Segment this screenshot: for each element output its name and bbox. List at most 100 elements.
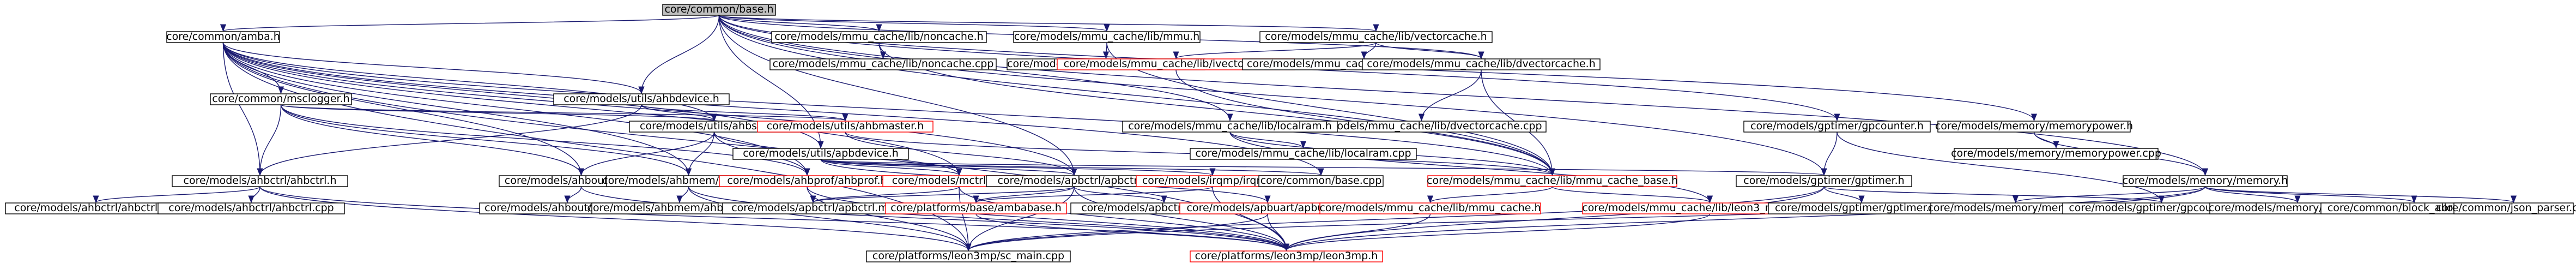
node-mmu-cache[interactable]: core/models/mmu_cache/lib/mmu_cache.h xyxy=(1319,202,1541,214)
node-ahbmaster[interactable]: core/models/utils/ahbmaster.h xyxy=(757,120,934,133)
node-memorypower-cpp[interactable]: core/models/memory/memorypower.cpp xyxy=(1951,147,2161,160)
node-ahbprof[interactable]: core/models/ahbprof/ahbprof.h xyxy=(719,175,895,187)
edge-base-to-noncache xyxy=(718,15,882,32)
node-label: core/models/mmu_cache/lib/mmu_cache_base… xyxy=(1427,175,1678,187)
node-localram[interactable]: core/models/mmu_cache/lib/localram.h xyxy=(1122,120,1338,133)
edge-base-to-gptimer xyxy=(718,15,1827,176)
node-base-cpp[interactable]: core/common/base.cpp xyxy=(1258,175,1384,187)
node-ahbctrl-cpp[interactable]: core/models/ahbctrl/ahbctrl.cpp xyxy=(157,202,345,214)
node-box[interactable] xyxy=(1362,58,1601,70)
node-ahbctrl[interactable]: core/models/ahbctrl/ahbctrl.h xyxy=(172,175,348,187)
edge-apbdevice-to-mctrl xyxy=(820,159,962,176)
node-leon3mp[interactable]: core/platforms/leon3mp/leon3mp.h xyxy=(1190,250,1383,262)
edge-ahbdevice-to-ahbctrl xyxy=(257,104,642,176)
node-box[interactable] xyxy=(1743,121,1931,133)
node-label: core/models/ahbctrl/ahbctrl.cpp xyxy=(168,202,334,214)
node-box[interactable] xyxy=(1319,202,1541,214)
node-box[interactable] xyxy=(1954,148,2159,160)
edge-ambabase-to-leon3mp xyxy=(975,213,1289,252)
edge-gpcounter-to-gpcounter-cpp xyxy=(1836,131,2165,204)
node-apbctrl[interactable]: core/models/apbctrl/apbctrl.h xyxy=(986,175,1162,187)
node-noncache[interactable]: core/models/mmu_cache/lib/noncache.h xyxy=(771,31,987,43)
edge-mmu-cache-base-to-mmu-cache xyxy=(1427,186,1553,204)
node-box[interactable] xyxy=(166,31,280,43)
node-box[interactable] xyxy=(172,175,348,187)
node-box[interactable] xyxy=(1190,250,1383,262)
node-ahbdevice[interactable]: core/models/utils/ahbdevice.h xyxy=(553,93,730,105)
node-box[interactable] xyxy=(2453,202,2574,214)
edge-ahbctrl-to-ahbctrl-md xyxy=(93,186,260,204)
node-amba[interactable]: core/common/amba.h xyxy=(166,31,280,43)
edge-apbdevice-to-apbctrl xyxy=(820,159,1077,176)
node-noncache-cpp[interactable]: core/models/mmu_cache/lib/noncache.cpp xyxy=(769,58,997,70)
edge-vectorcache-to-vectorcache-cpp xyxy=(1361,42,1377,59)
node-label: core/models/apbctrl/apbctrl.h xyxy=(997,175,1150,187)
node-label: core/models/gptimer/gpcounter.cpp xyxy=(2069,202,2254,214)
node-label: core/models/mmu_cache/lib/noncache.cpp xyxy=(773,58,994,70)
node-box[interactable] xyxy=(1258,175,1384,187)
node-ivectorcache[interactable]: core/models/mmu_cache/lib/ivectorcache.h xyxy=(1057,58,1295,70)
node-box[interactable] xyxy=(769,58,997,70)
edge-apbctrl-to-sc-main xyxy=(965,186,1075,252)
node-gptimer-cpp[interactable]: core/models/gptimer/gptimer.cpp xyxy=(1768,202,1955,214)
node-sc-main[interactable]: core/platforms/leon3mp/sc_main.cpp xyxy=(866,250,1071,262)
node-label: core/platforms/leon3mp/leon3mp.h xyxy=(1195,250,1378,262)
node-box[interactable] xyxy=(1190,148,1417,160)
edge-ahbout-to-ahbout-cpp xyxy=(564,186,582,204)
node-memorypower[interactable]: core/models/memory/memorypower.h xyxy=(1935,120,2133,133)
edge-amba-to-ahbprof xyxy=(222,42,810,176)
edge-msclogger-to-ahbslave xyxy=(280,104,717,122)
edge-ahbmem-to-ahbmem-cpp xyxy=(676,186,689,204)
node-box[interactable] xyxy=(210,93,352,105)
node-localram-cpp[interactable]: core/models/mmu_cache/lib/localram.cpp xyxy=(1190,147,1417,160)
edge-amba-to-ahbmem xyxy=(222,42,692,176)
node-label: core/models/apbctrl/apbctrl.md xyxy=(731,202,895,214)
node-label: core/models/mmu_cache/lib/mmu.h xyxy=(1014,31,1199,43)
edge-mctrl-to-sc-main xyxy=(959,186,972,252)
node-box[interactable] xyxy=(1013,31,1201,43)
node-gptimer[interactable]: core/models/gptimer/gptimer.h xyxy=(1736,175,1912,187)
node-dvectorcache-cpp[interactable]: core/models/mmu_cache/lib/dvectorcache.c… xyxy=(1296,120,1547,133)
node-box[interactable] xyxy=(2123,175,2288,187)
node-box[interactable] xyxy=(1736,175,1912,187)
node-mmu[interactable]: core/models/mmu_cache/lib/mmu.h xyxy=(1013,31,1201,43)
node-label: core/models/mmu_cache/lib/dvectorcache.h xyxy=(1367,58,1596,70)
node-json-parser[interactable]: core/common/json_parser.cpp xyxy=(2436,202,2576,214)
edge-apbctrl-to-apbctrl-cpp xyxy=(1074,186,1167,204)
node-apbctrl-md[interactable]: core/models/apbctrl/apbctrl.md xyxy=(722,202,904,214)
edge-gpcounter-to-gptimer xyxy=(1821,131,1838,176)
node-box[interactable] xyxy=(885,202,1067,214)
node-ambabase[interactable]: core/platforms/base/ambabase.h xyxy=(885,202,1067,214)
edge-mctrl-to-apbctrl-md xyxy=(810,186,960,204)
node-ahbslave[interactable]: core/models/utils/ahbslave.h xyxy=(629,120,799,133)
node-box[interactable] xyxy=(757,121,934,133)
node-box[interactable] xyxy=(771,31,987,43)
node-base[interactable]: core/common/base.h xyxy=(662,3,776,16)
edge-memory-to-sc-main xyxy=(965,186,2206,252)
node-box[interactable] xyxy=(1259,31,1493,43)
edge-base-to-ahbdevice xyxy=(638,15,720,94)
node-ahbctrl-md[interactable]: core/models/ahbctrl/ahbctrl.md xyxy=(5,202,187,214)
node-msclogger[interactable]: core/common/msclogger.h xyxy=(210,93,352,105)
node-box[interactable] xyxy=(732,148,909,160)
edge-irqmp-to-ambabase xyxy=(973,186,1213,204)
node-box[interactable] xyxy=(662,4,776,16)
node-box[interactable] xyxy=(866,250,1071,262)
node-apbdevice[interactable]: core/models/utils/apbdevice.h xyxy=(732,147,909,160)
node-memory[interactable]: core/models/memory/memory.h xyxy=(2123,175,2288,187)
node-box[interactable] xyxy=(1937,121,2131,133)
node-dvectorcache[interactable]: core/models/mmu_cache/lib/dvectorcache.h xyxy=(1362,58,1601,70)
node-label: core/models/ahbprof/ahbprof.h xyxy=(727,175,887,187)
node-mmu-cache-base[interactable]: core/models/mmu_cache/lib/mmu_cache_base… xyxy=(1427,175,1678,187)
node-label: core/models/ahbctrl/ahbctrl.md xyxy=(14,202,178,214)
node-gpcounter[interactable]: core/models/gptimer/gpcounter.h xyxy=(1743,120,1931,133)
edge-apbdevice-to-base-cpp xyxy=(820,159,1324,176)
edge-msclogger-to-ahbout xyxy=(280,104,584,176)
node-box[interactable] xyxy=(553,93,730,105)
node-vectorcache[interactable]: core/models/mmu_cache/lib/vectorcache.h xyxy=(1259,31,1493,43)
node-box[interactable] xyxy=(157,202,345,214)
node-box[interactable] xyxy=(1122,121,1338,133)
node-box[interactable] xyxy=(1427,175,1677,187)
edge-apbctrl-to-leon3mp xyxy=(1074,186,1290,252)
